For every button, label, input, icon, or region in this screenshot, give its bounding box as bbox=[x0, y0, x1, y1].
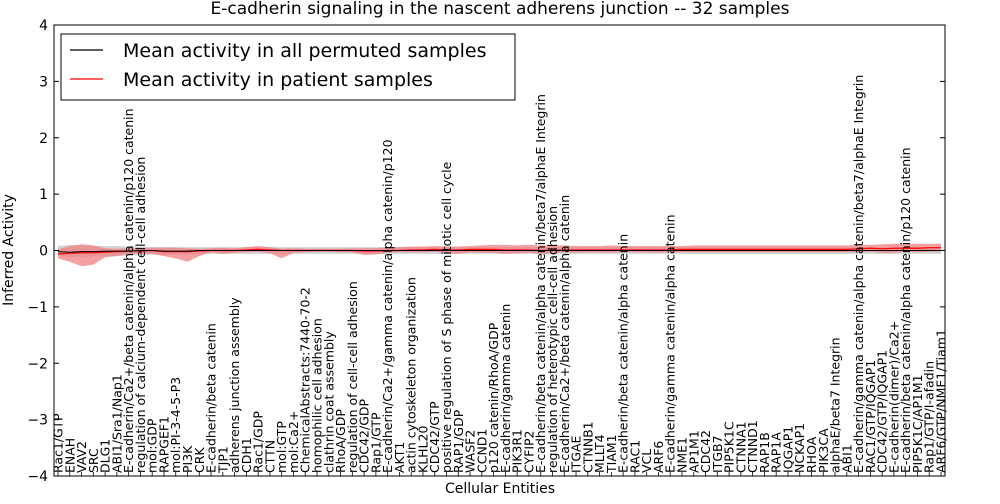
legend-entry-patient: Mean activity in patient samples bbox=[123, 69, 433, 91]
x-tick-label: RAP1B bbox=[757, 432, 772, 473]
y-tick-label: 4 bbox=[39, 18, 48, 34]
plot-frame bbox=[53, 24, 946, 477]
x-tick-label: PIK3R1 bbox=[510, 429, 525, 473]
x-tick-label: RAPGEF1 bbox=[156, 416, 171, 473]
y-tick-label: −1 bbox=[27, 300, 48, 316]
x-tick-label: homophilic cell adhesion bbox=[310, 318, 325, 473]
x-tick-label: mol:GDP bbox=[145, 418, 160, 473]
x-tick-label: ABI1 bbox=[839, 444, 854, 473]
legend: Mean activity in all permuted samples Me… bbox=[60, 33, 516, 101]
x-tick-label: CTTN bbox=[262, 440, 277, 473]
x-tick-label: VCL bbox=[639, 449, 654, 473]
y-tick-label: 0 bbox=[39, 244, 48, 260]
x-tick-label: CDC42/GDP bbox=[357, 398, 372, 473]
x-tick-label: KLHL20 bbox=[415, 426, 430, 473]
y-tick-label: −3 bbox=[27, 413, 48, 429]
x-tick-label: Rac1/GDP bbox=[251, 411, 266, 473]
chart-title: E-cadherin signaling in the nascent adhe… bbox=[211, 0, 790, 19]
x-tick-label: CDH1 bbox=[239, 437, 254, 473]
x-tick-label: IQGAP1 bbox=[780, 426, 795, 473]
x-tick-label: E-cadherin/gamma catenin bbox=[498, 304, 513, 473]
x-tick-label: ITGB7 bbox=[710, 435, 725, 473]
x-tick-label: VAV2 bbox=[74, 441, 89, 473]
x-tick-label: ARF6/GTP/NME1/Tiam1 bbox=[934, 329, 949, 473]
x-tick-label: WASF2 bbox=[463, 430, 478, 473]
x-tick-label: PIP5K1C/AP1M1 bbox=[910, 374, 925, 473]
x-tick-label: ARF6 bbox=[651, 441, 666, 473]
x-tick-label: CDC42/GTP/IQGAP1 bbox=[875, 350, 890, 473]
x-tick-label: Rap1/GTP bbox=[368, 412, 383, 473]
x-tick-label: RhoA/GDP bbox=[333, 409, 348, 473]
x-tick-label: ENAH bbox=[62, 438, 77, 473]
plot-area bbox=[57, 243, 941, 267]
legend-box bbox=[60, 33, 516, 101]
x-tick-label: E-cadherin/gamma catenin/alpha catenin/b… bbox=[851, 75, 866, 473]
x-tick-label: clathrin coat assembly bbox=[321, 331, 336, 473]
x-tick-label: positive regulation of S phase of mitoti… bbox=[439, 161, 454, 473]
y-tick-label: −4 bbox=[27, 469, 48, 485]
x-tick-label: MLLT4 bbox=[592, 434, 607, 473]
x-tick-label: regulation of heterotypic cell-cell adhe… bbox=[545, 206, 560, 473]
x-tick-label: RHOA bbox=[804, 436, 819, 473]
x-tick-label: RAC1 bbox=[627, 440, 642, 473]
y-tick-label: −2 bbox=[27, 356, 48, 372]
x-tick-label: adherens junction assembly bbox=[227, 297, 242, 473]
x-tick-label: TJP1 bbox=[215, 446, 230, 474]
x-tick-label: E-cadherin/beta catenin/alpha catenin/be… bbox=[533, 94, 548, 473]
x-tick-label: mol:Ca2+ bbox=[286, 411, 301, 473]
x-tick-label: CDC42 bbox=[698, 430, 713, 473]
y-tick-label: 2 bbox=[39, 131, 48, 147]
y-tick-label: 3 bbox=[39, 74, 48, 90]
x-tick-label: CRK bbox=[192, 447, 207, 473]
x-tick-label: ChemicalAbstracts:7440-70-2 bbox=[298, 287, 313, 473]
x-tick-label: NME1 bbox=[674, 437, 689, 473]
series-line-permuted bbox=[57, 250, 941, 253]
x-tick-label: regulation of cell-cell adhesion bbox=[345, 281, 360, 473]
x-tick-label: E-cadherin/gamma catenin/alpha catenin bbox=[663, 214, 678, 473]
y-axis-label: Inferred Activity bbox=[1, 194, 17, 306]
x-tick-label: E-cadherin/Ca2+/beta catenin/alpha caten… bbox=[557, 195, 572, 473]
x-tick-label: regulation of calcium-dependent cell-cel… bbox=[133, 157, 148, 473]
x-tick-label: E-cadherin/Ca2+/beta catenin/alpha caten… bbox=[121, 108, 136, 473]
y-axis: −4 −3 −2 −1 0 1 2 3 4 bbox=[27, 18, 945, 485]
x-tick-label: Rap1/GTP/I-afadin bbox=[922, 361, 937, 473]
x-tick-label: DLG1 bbox=[98, 439, 113, 473]
x-tick-label: ABI1/Sra1/Nap1 bbox=[109, 374, 124, 473]
x-tick-label: CTNNB1 bbox=[580, 421, 595, 473]
x-axis: Rac1/GTPENAHVAV2SRCDLG1ABI1/Sra1/Nap1E-c… bbox=[51, 75, 949, 476]
x-tick-label: PI3K bbox=[180, 445, 195, 473]
x-tick-label: alphaE/beta7 Integrin bbox=[828, 337, 843, 473]
x-tick-label: CCND1 bbox=[474, 429, 489, 473]
x-tick-label: E-cadherin/Ca2+/gamma catenin/alpha cate… bbox=[380, 139, 395, 473]
x-tick-label: mol:GTP bbox=[274, 421, 289, 473]
x-tick-label: CDC42/GTP bbox=[427, 401, 442, 473]
x-tick-label: RAP1/GDP bbox=[451, 409, 466, 473]
x-tick-label: CTNNA1 bbox=[733, 421, 748, 473]
x-tick-label: TIAM1 bbox=[604, 434, 619, 474]
x-tick-label: p120 catenin/RhoA/GDP bbox=[486, 322, 501, 473]
x-tick-label: PIP5K1C bbox=[722, 421, 737, 473]
x-tick-label: E-cadherin/beta catenin/alpha catenin bbox=[616, 234, 631, 473]
x-tick-label: ITGAE bbox=[569, 435, 584, 473]
x-tick-label: CTNND1 bbox=[745, 420, 760, 473]
x-tick-label: PIK3CA bbox=[816, 428, 831, 473]
x-tick-label: actin cytoskeleton organization bbox=[404, 277, 419, 473]
x-axis-label: Cellular Entities bbox=[445, 481, 555, 497]
x-tick-label: CYFIP2 bbox=[521, 430, 536, 473]
x-tick-label: RAP1A bbox=[769, 432, 784, 473]
x-tick-label: E-cadherin/beta catenin/alpha catenin/p1… bbox=[898, 147, 913, 473]
x-tick-label: AP1M1 bbox=[686, 430, 701, 473]
x-tick-label: SRC bbox=[86, 448, 101, 473]
x-tick-label: mol:PI-3-4-5-P3 bbox=[168, 377, 183, 473]
y-tick-label: 1 bbox=[39, 187, 48, 203]
x-tick-label: AKT1 bbox=[392, 442, 407, 473]
legend-entry-permuted: Mean activity in all permuted samples bbox=[123, 40, 486, 62]
x-tick-label: NCKAP1 bbox=[792, 423, 807, 473]
x-tick-label: RAC1/GTP/IQGAP1 bbox=[863, 360, 878, 473]
x-tick-label: E-cadherin(dimer)/Ca2+ bbox=[886, 321, 901, 473]
x-tick-label: E-cadherin/beta catenin bbox=[204, 323, 219, 473]
